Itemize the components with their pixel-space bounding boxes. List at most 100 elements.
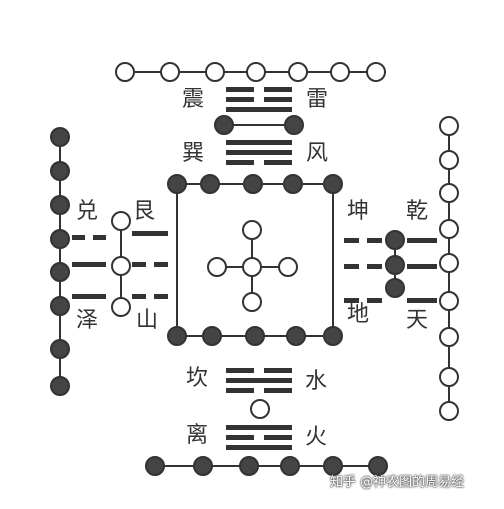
filled-dot bbox=[368, 456, 388, 476]
filled-dot bbox=[50, 296, 70, 316]
open-dot bbox=[278, 257, 298, 277]
trigram-gen-line bbox=[132, 262, 146, 267]
open-dot bbox=[439, 183, 459, 203]
filled-dot bbox=[145, 456, 165, 476]
trigram-gen-line bbox=[132, 231, 168, 236]
trigram-zhen-line bbox=[264, 87, 292, 92]
filled-dot bbox=[200, 174, 220, 194]
open-dot bbox=[246, 62, 266, 82]
filled-dot bbox=[50, 195, 70, 215]
label-xun: 巽 bbox=[182, 141, 205, 166]
trigram-dui-line bbox=[93, 235, 106, 240]
filled-dot bbox=[50, 376, 70, 396]
filled-dot bbox=[167, 326, 187, 346]
label-lei: 雷 bbox=[306, 87, 329, 112]
filled-dot bbox=[50, 262, 70, 282]
open-dot bbox=[439, 116, 459, 136]
filled-dot bbox=[239, 456, 259, 476]
trigram-gen-line bbox=[154, 262, 168, 267]
filled-dot bbox=[167, 174, 187, 194]
label-zhen: 震 bbox=[182, 87, 205, 112]
filled-dot bbox=[243, 174, 263, 194]
filled-dot bbox=[385, 278, 405, 298]
trigram-kun-line bbox=[344, 238, 359, 243]
trigram-dui-line bbox=[72, 294, 106, 299]
label-feng: 风 bbox=[306, 141, 329, 166]
open-dot bbox=[205, 62, 225, 82]
filled-dot bbox=[50, 229, 70, 249]
trigram-zhen-line bbox=[226, 87, 254, 92]
trigram-kan-line bbox=[264, 368, 292, 373]
filled-dot bbox=[280, 456, 300, 476]
label-kan: 坎 bbox=[186, 366, 209, 391]
trigram-li-line bbox=[226, 435, 254, 440]
open-dot bbox=[439, 367, 459, 387]
open-dot bbox=[111, 256, 131, 276]
filled-dot bbox=[284, 115, 304, 135]
label-di: 地 bbox=[347, 302, 370, 327]
trigram-zhen-line bbox=[264, 97, 292, 102]
trigram-kun-line bbox=[344, 264, 359, 269]
open-dot bbox=[439, 401, 459, 421]
trigram-gen-line bbox=[132, 294, 146, 299]
filled-dot bbox=[50, 127, 70, 147]
open-dot bbox=[242, 220, 262, 240]
filled-dot bbox=[323, 326, 343, 346]
open-dot bbox=[366, 62, 386, 82]
open-dot bbox=[439, 150, 459, 170]
trigram-li-line bbox=[264, 435, 292, 440]
trigram-gen-line bbox=[154, 294, 168, 299]
filled-dot bbox=[286, 326, 306, 346]
trigram-qian-line bbox=[407, 264, 437, 269]
filled-dot bbox=[323, 174, 343, 194]
label-ze: 泽 bbox=[76, 308, 99, 333]
filled-dot bbox=[385, 230, 405, 250]
filled-dot bbox=[214, 115, 234, 135]
trigram-qian-line bbox=[407, 298, 437, 303]
open-dot bbox=[439, 327, 459, 347]
filled-dot bbox=[385, 255, 405, 275]
trigram-qian-line bbox=[407, 238, 437, 243]
watermark: 知乎 @神农图的周易经 bbox=[330, 475, 465, 490]
open-dot bbox=[242, 257, 262, 277]
label-kun: 坤 bbox=[347, 199, 370, 224]
open-dot bbox=[111, 297, 131, 317]
filled-dot bbox=[283, 174, 303, 194]
trigram-kun-line bbox=[367, 298, 382, 303]
trigram-kun-line bbox=[344, 298, 359, 303]
open-dot bbox=[207, 257, 227, 277]
trigram-kun-line bbox=[367, 264, 382, 269]
filled-dot bbox=[193, 456, 213, 476]
open-dot bbox=[439, 253, 459, 273]
open-dot bbox=[330, 62, 350, 82]
trigram-kan-line bbox=[226, 378, 292, 383]
trigram-dui-line bbox=[72, 262, 106, 267]
filled-dot bbox=[202, 326, 222, 346]
open-dot bbox=[160, 62, 180, 82]
trigram-li-line bbox=[226, 425, 292, 430]
trigram-kun-line bbox=[367, 238, 382, 243]
label-dui: 兑 bbox=[76, 199, 99, 224]
label-gen: 艮 bbox=[133, 199, 156, 224]
trigram-zhen-line bbox=[226, 107, 292, 112]
label-huo: 火 bbox=[305, 425, 328, 450]
open-dot bbox=[250, 399, 270, 419]
filled-dot bbox=[245, 326, 265, 346]
label-qian: 乾 bbox=[406, 199, 429, 224]
open-dot bbox=[242, 292, 262, 312]
trigram-kan-line bbox=[264, 388, 292, 393]
trigram-xun-line bbox=[264, 160, 292, 165]
open-dot bbox=[288, 62, 308, 82]
label-shui: 水 bbox=[305, 369, 328, 394]
trigram-li-line bbox=[226, 445, 292, 450]
filled-dot bbox=[50, 339, 70, 359]
trigram-xun-line bbox=[226, 150, 292, 155]
label-tian: 天 bbox=[406, 308, 429, 333]
label-shan: 山 bbox=[136, 308, 159, 333]
filled-dot bbox=[50, 161, 70, 181]
trigram-xun-line bbox=[226, 160, 254, 165]
filled-dot bbox=[323, 456, 343, 476]
open-dot bbox=[111, 211, 131, 231]
